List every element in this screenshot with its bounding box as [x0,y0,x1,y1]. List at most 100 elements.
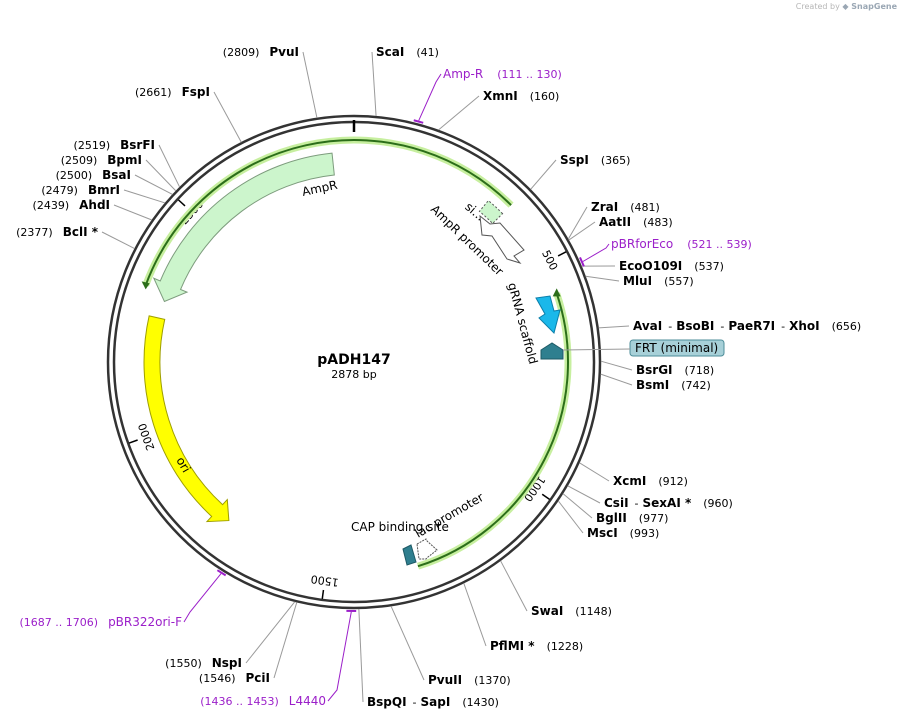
enzyme-pvui[interactable]: (2809)PvuI [223,45,318,118]
enzyme-name: PciI [246,671,271,685]
enzyme-bsai[interactable]: (2500)BsaI [56,168,173,195]
frt-marker[interactable] [540,342,564,360]
enzyme-aatii[interactable]: AatII(483) [568,215,673,241]
enzyme-connector [213,91,242,143]
enzyme-bsrgi[interactable]: BsrGI(718) [600,360,714,377]
enzyme-xmni[interactable]: XmnI(160) [438,89,560,131]
enzyme-separator: - [781,320,785,333]
orf-ampr-arc[interactable] [144,139,512,286]
enzyme-label: (2479)BmrI [41,183,120,197]
enzyme-csii-group[interactable]: CsiI-SexAI *(960) [567,485,733,510]
enzyme-bsmi[interactable]: BsmI(742) [600,373,711,392]
enzyme-name: SexAI * [643,496,692,510]
orf-ampr-arrowhead [141,281,150,290]
credit-brand: SnapGene [851,2,897,11]
enzyme-connector [585,275,620,282]
enzyme-label: (2439)AhdI [33,198,110,212]
enzyme-connector [113,204,153,221]
primer-pbr322ori-f[interactable]: (1687 .. 1706) pBR322ori-F [20,569,227,629]
signal-sequence-box[interactable] [478,199,504,225]
orf-arcs [141,136,572,570]
enzyme-pcii[interactable]: (1546)PciI [199,602,298,685]
enzyme-label: (2377)BclI * [16,225,99,239]
enzyme-label: EcoO109I(537) [619,259,724,273]
enzyme-position: (742) [681,379,711,392]
ampr-promoter-arrow[interactable] [479,214,525,264]
enzyme-label: PvuII(1370) [428,673,511,687]
enzyme-name: BpmI [107,153,142,167]
primer-l4440[interactable]: (1436 .. 1453)L4440 [200,609,357,708]
enzyme-pflmi[interactable]: PflMI *(1228) [463,583,584,653]
enzyme-name: MscI [587,526,618,540]
enzyme-name: ScaI [376,45,404,59]
enzyme-bcli[interactable]: (2377)BclI * [16,225,135,250]
enzyme-connector [530,159,557,190]
enzyme-bsrfi[interactable]: (2519)BsrFI [74,138,181,188]
ori-feature-arrow[interactable] [143,315,230,523]
enzyme-aval-group[interactable]: AvaI-BsoBI-PaeR7I-XhoI(656) [598,319,862,333]
tick-label-500: 500 [539,248,560,273]
enzyme-separator: - [635,497,639,510]
enzyme-xcmi[interactable]: XcmI(912) [579,462,688,488]
primer-mark [413,119,424,124]
enzyme-connector [390,605,425,681]
enzyme-eco0109i[interactable]: EcoO109I(537) [581,259,724,273]
enzyme-connector [245,601,296,664]
primer-name: L4440 [289,694,326,708]
enzyme-name: SspI [560,153,589,167]
enzyme-name: XmnI [483,89,518,103]
enzyme-connector [302,51,318,118]
enzyme-label: MscI(993) [587,526,659,540]
enzyme-position: (656) [832,320,862,333]
enzyme-bpmi[interactable]: (2509)BpmI [61,153,177,192]
enzyme-nspi[interactable]: (1550)NspI [165,601,296,670]
grna-scaffold-arrow[interactable] [535,295,561,334]
primer-range: (1687 .. 1706) [20,616,99,629]
primer-pbrforeco[interactable]: pBRforEco(521 .. 539) [579,237,752,267]
enzyme-name: PaeR7I [728,319,775,333]
frt-label-box[interactable] [629,339,725,357]
enzyme-label: AatII(483) [599,215,673,229]
enzyme-sspi[interactable]: SspI (365) [530,153,631,190]
primer-name: pBR322ori-F [108,615,182,629]
enzyme-bmri[interactable]: (2479)BmrI [41,183,166,204]
enzyme-position: (1550) [165,657,202,670]
enzyme-swai[interactable]: SwaI(1148) [500,560,612,618]
enzyme-connector [600,360,633,371]
enzyme-position: (41) [416,46,439,59]
enzyme-scai[interactable]: ScaI (41) [371,45,439,117]
enzyme-name: BsoBI [676,319,714,333]
orf-grna-arc[interactable] [417,293,569,568]
primer-label: pBRforEco(521 .. 539) [611,237,752,251]
primer-connector [327,611,352,702]
enzyme-pvuii[interactable]: PvuII(1370) [390,605,511,687]
enzyme-zrai[interactable]: ZraI (481) [567,200,660,240]
enzyme-position: (365) [601,154,631,167]
enzyme-position: (1228) [547,640,584,653]
enzyme-fspi[interactable]: (2661) FspI [135,85,242,143]
enzyme-name: ZraI [591,200,618,214]
primer-label: (1436 .. 1453)L4440 [200,694,326,708]
ampr-label: AmpR [301,178,339,199]
enzyme-bspqi-group[interactable]: BspQI-SapI(1430) [358,608,499,709]
snapgene-logo: ◆ SnapGene [842,2,897,11]
cap-binding-site-marker[interactable] [402,544,417,566]
ampr-feature-arrow[interactable] [152,152,335,303]
primer-amp-r[interactable]: Amp-R(111 .. 130) [413,67,562,124]
enzyme-name: FspI [182,85,210,99]
enzyme-name: BsrFI [120,138,155,152]
enzyme-mlui[interactable]: MluI(557) [585,274,694,288]
enzyme-name: BmrI [88,183,120,197]
enzyme-position: (481) [630,201,660,214]
enzyme-ahdi[interactable]: (2439)AhdI [33,198,153,221]
enzyme-msci[interactable]: MscI(993) [557,500,659,540]
enzyme-name: AvaI [633,319,662,333]
enzyme-bglii[interactable]: BglII(977) [562,493,668,525]
enzyme-label: (1546)PciI [199,671,270,685]
lac-promoter-arrow[interactable] [416,538,438,560]
enzyme-label: BspQI-SapI(1430) [367,695,499,709]
enzyme-position: (2661) [135,86,172,99]
primer-mark [216,569,227,577]
enzyme-name: EcoO109I [619,259,682,273]
enzyme-separator: - [668,320,672,333]
